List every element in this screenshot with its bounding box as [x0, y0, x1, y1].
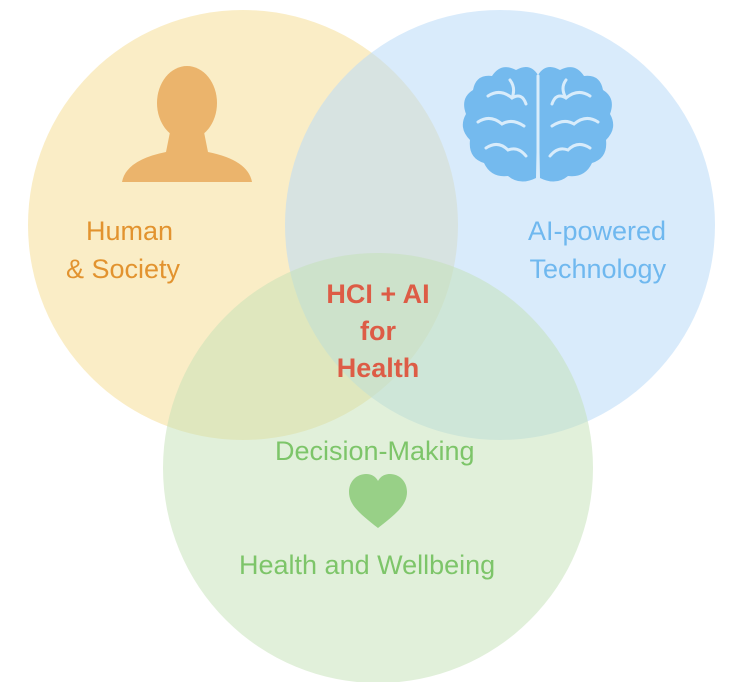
- brain-icon: [462, 66, 614, 182]
- person-silhouette-icon: [122, 66, 252, 182]
- tech-label-line1: AI-powered: [528, 216, 667, 246]
- human-society-label: Human & Society: [66, 212, 180, 288]
- heart-icon: [349, 474, 407, 528]
- decision-making-label: Decision-Making: [275, 436, 475, 466]
- human-label-line1: Human: [86, 216, 174, 246]
- human-label-line2: & Society: [66, 254, 181, 284]
- health-wellbeing-label: Health and Wellbeing: [239, 550, 496, 580]
- center-label-line2: for: [360, 316, 396, 346]
- ai-technology-label: AI-powered Technology: [508, 212, 666, 288]
- center-label-line1: HCI + AI: [326, 279, 430, 309]
- tech-label-line2: Technology: [529, 254, 667, 284]
- center-label: HCI + AI for Health: [318, 276, 438, 387]
- health-wellbeing-circle: [163, 253, 593, 682]
- center-label-line3: Health: [336, 353, 420, 383]
